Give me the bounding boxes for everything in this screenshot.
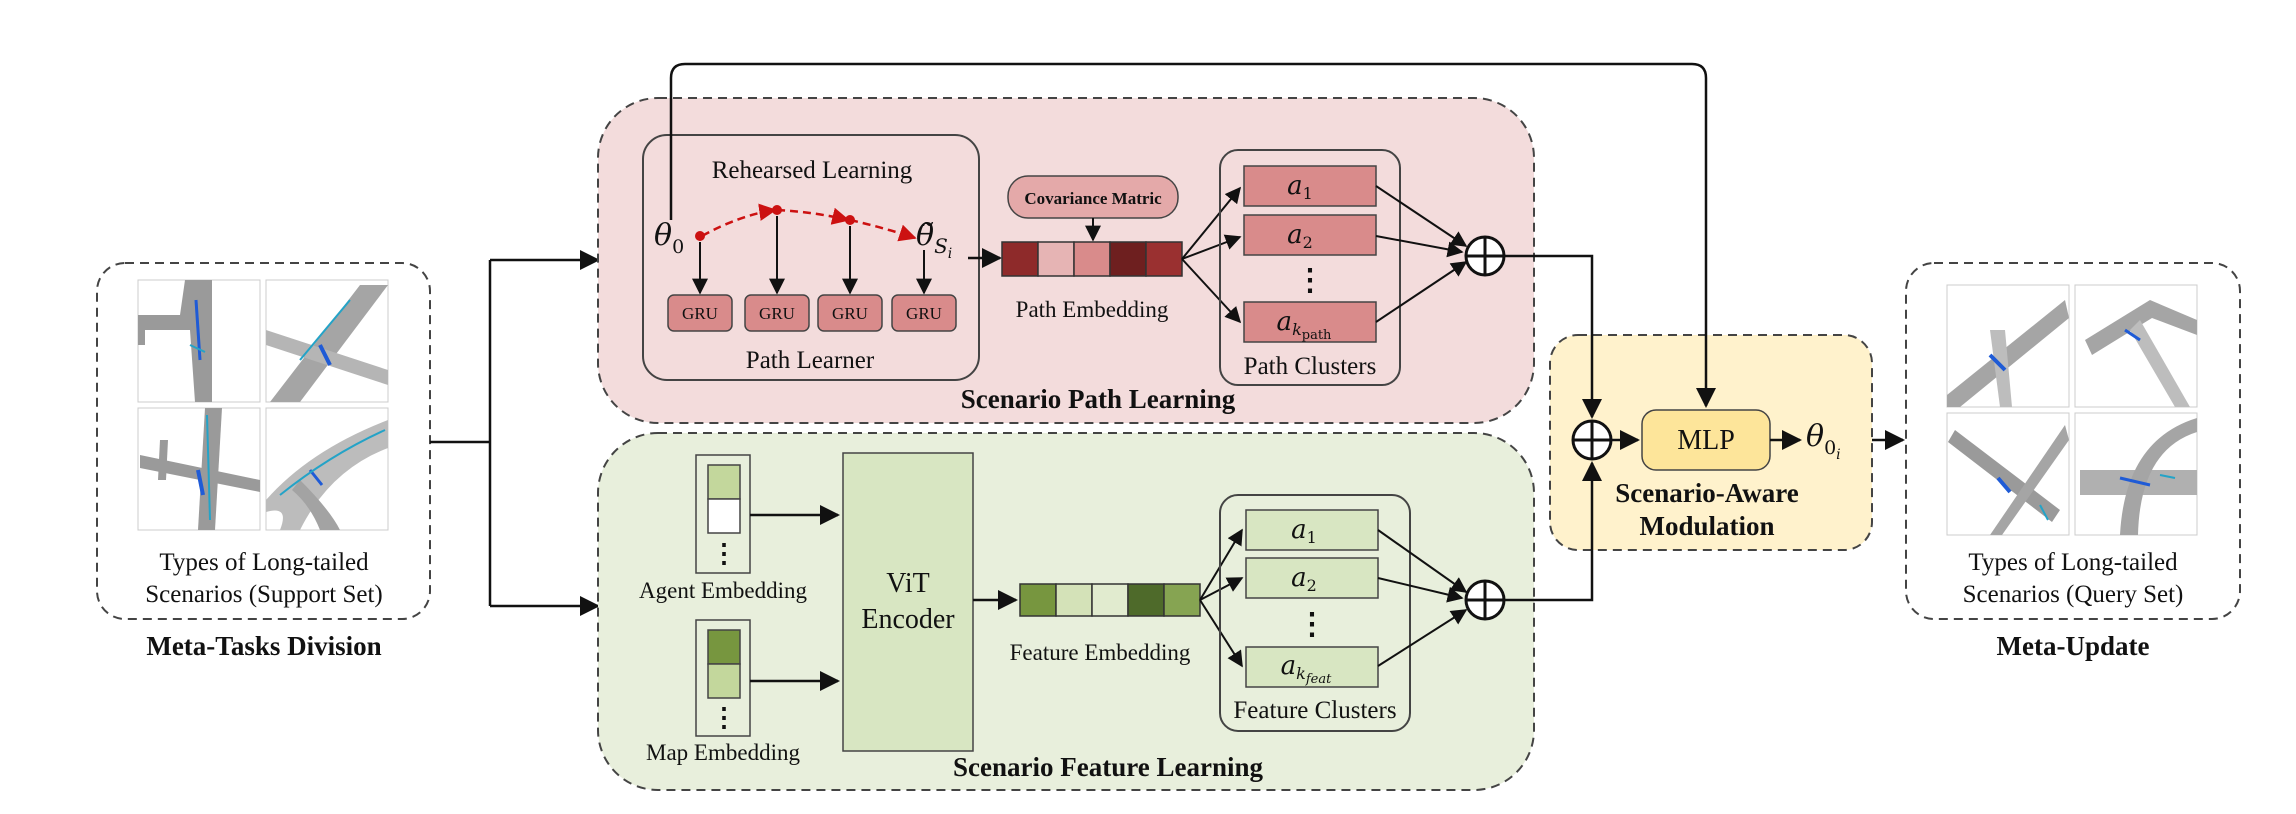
scenario-thumbnail-4 — [265, 407, 389, 531]
map-ellipsis: ⋮ — [711, 703, 737, 732]
scenario-thumbnail-6 — [2074, 284, 2198, 408]
covariance-matric-box: Covariance Matric — [1007, 175, 1179, 242]
modulation-title-line2: Modulation — [1639, 511, 1774, 541]
modulation-panel: Scenario-Aware Modulation MLP θ0i — [1549, 334, 1873, 551]
vit-label: ViT — [886, 568, 929, 599]
feature-learning-panel: Scenario Feature Learning ⋮ Agent Embedd… — [597, 432, 1535, 791]
scenario-thumbnail-8 — [2074, 412, 2198, 536]
gru-label-1: GRU — [682, 304, 718, 323]
map-embedding-label: Map Embedding — [646, 740, 800, 765]
query-panel-title: Meta-Update — [1997, 631, 2150, 661]
theta-output: θ0i — [1806, 419, 1841, 463]
feature-aggregation-plus — [1464, 579, 1506, 621]
theta-zero: θ0 — [654, 218, 684, 258]
scenario-thumbnail-1 — [137, 279, 261, 403]
feature-embedding — [1019, 583, 1201, 617]
query-caption-line1: Types of Long-tailed — [1968, 549, 2178, 576]
agent-ellipsis: ⋮ — [711, 539, 737, 568]
path-clusters-label: Path Clusters — [1244, 353, 1377, 380]
path-embedding-label: Path Embedding — [1016, 297, 1169, 322]
support-panel-title: Meta-Tasks Division — [146, 631, 381, 661]
agent-embedding: ⋮ — [695, 454, 840, 574]
theta0-skip-connection — [669, 62, 1716, 408]
gru-label-3: GRU — [832, 304, 868, 323]
path-cluster-a2: a2 — [1287, 220, 1313, 252]
path-learning-panel: Scenario Path Learning Rehearsed Learnin… — [597, 97, 1535, 424]
feature-clusters: a1 a2 ⋮ akfeat Feature Clusters — [1219, 494, 1411, 732]
vit-encoder: ViT Encoder — [842, 452, 974, 752]
support-caption-line2: Scenarios (Support Set) — [145, 581, 382, 608]
path-aggregation-plus — [1464, 235, 1506, 277]
support-caption-line1: Types of Long-tailed — [159, 549, 369, 576]
path-learner-block: Rehearsed Learning Path Learner θ0 θ̃Si — [642, 134, 980, 381]
aggregation-connectors — [1504, 254, 1602, 602]
path-clusters: a1 a2 ⋮ akpath Path Clusters — [1219, 149, 1401, 386]
gru-label-2: GRU — [759, 304, 795, 323]
feature-cluster-ak: akfeat — [1281, 651, 1332, 687]
feature-clusters-label: Feature Clusters — [1233, 697, 1396, 724]
gru-label-4: GRU — [906, 304, 942, 323]
scenario-thumbnail-7 — [1946, 412, 2070, 536]
feature-cluster-a2: a2 — [1291, 563, 1317, 595]
query-caption-line2: Scenarios (Query Set) — [1963, 581, 2184, 608]
covariance-label: Covariance Matric — [1024, 189, 1162, 208]
scenario-thumbnail-3 — [137, 407, 261, 531]
feature-learning-title: Scenario Feature Learning — [953, 752, 1263, 782]
modulation-plus — [1571, 419, 1613, 461]
path-cluster-ellipsis: ⋮ — [1295, 264, 1325, 297]
modulation-title-line1: Scenario-Aware — [1615, 478, 1798, 508]
path-embedding — [1001, 241, 1183, 277]
path-cluster-a1: a1 — [1287, 171, 1313, 203]
path-cluster-ak: akpath — [1277, 307, 1333, 343]
path-learning-title: Scenario Path Learning — [961, 384, 1236, 414]
rehearsed-learning-label: Rehearsed Learning — [712, 157, 913, 184]
feature-cluster-a1: a1 — [1291, 515, 1317, 547]
mlp-label: MLP — [1677, 425, 1735, 456]
path-learner-label: Path Learner — [746, 347, 875, 374]
gru-cells: GRU GRU GRU GRU — [667, 216, 957, 332]
agent-embedding-label: Agent Embedding — [639, 578, 807, 603]
mlp-block: MLP — [1641, 409, 1771, 471]
support-set-panel: Types of Long-tailed Scenarios (Support … — [96, 262, 431, 620]
rehearsal-trajectory — [695, 203, 917, 242]
scenario-thumbnail-2 — [265, 279, 389, 403]
map-embedding: ⋮ — [695, 619, 840, 737]
theta-tilde-s: θ̃Si — [916, 218, 952, 262]
scenario-thumbnail-5 — [1946, 284, 2070, 408]
split-connector — [430, 250, 600, 616]
feature-embedding-label: Feature Embedding — [1010, 640, 1191, 665]
feature-cluster-ellipsis: ⋮ — [1297, 608, 1327, 641]
encoder-label: Encoder — [861, 604, 955, 635]
query-set-panel: Types of Long-tailed Scenarios (Query Se… — [1905, 262, 2241, 620]
